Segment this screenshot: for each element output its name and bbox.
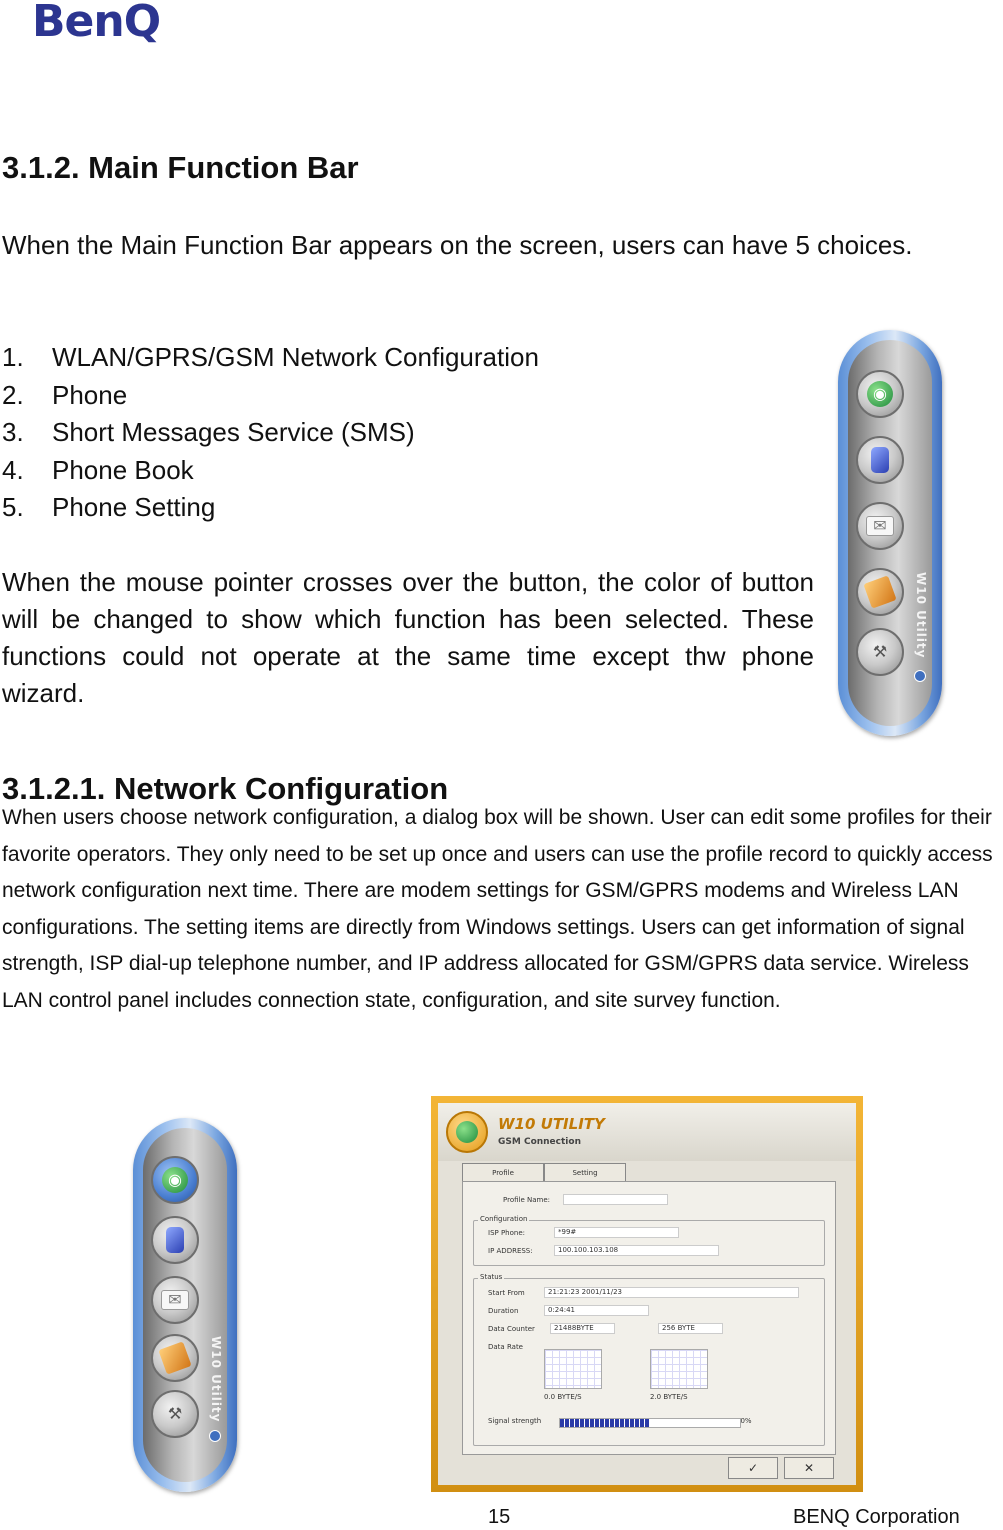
tab-profile[interactable]: Profile [462,1163,544,1182]
configuration-legend: Configuration [478,1215,530,1223]
sms-button[interactable]: ✉ [151,1276,199,1324]
phone-setting-button[interactable]: ⚒ [856,628,904,676]
wrench-icon: ⚒ [872,644,888,661]
rate-tx-value: 2.0 BYTE/S [650,1393,688,1401]
gsm-connection-dialog: W10 UTILITY GSM Connection Profile Setti… [431,1096,863,1492]
list-item: 5.Phone Setting [2,492,216,522]
start-from-label: Start From [488,1289,525,1297]
globe-icon: ◉ [867,381,893,407]
signal-strength-percent: 50% [736,1417,752,1425]
function-bar-selected: ◉ ✉ ⚒ W10 Utility [133,1118,237,1492]
function-bar-brand: W10 Utility [209,1336,223,1423]
phone-book-button[interactable] [856,568,904,616]
tx-rate-chart [650,1349,708,1389]
function-bar-brand: W10 Utility [914,572,928,659]
dialog-header: W10 UTILITY GSM Connection [438,1103,856,1161]
phone-button[interactable] [151,1216,199,1264]
duration-label: Duration [488,1307,519,1315]
subsection-body: When users choose network configuration,… [2,806,993,1012]
function-bar: ◉ ✉ ⚒ W10 Utility [838,330,942,736]
company-footer: BENQ Corporation [793,1506,960,1528]
globe-icon [446,1111,488,1153]
network-config-button[interactable]: ◉ [856,370,904,418]
close-icon[interactable] [209,1430,221,1442]
page-number: 15 [488,1506,511,1528]
dialog-panel: W10 UTILITY GSM Connection Profile Setti… [438,1103,856,1485]
benq-logo: BenQ [32,0,161,47]
ip-address-value: 100.100.103.108 [554,1245,719,1256]
section-title: 3.1.2. Main Function Bar [2,150,359,185]
duration-value: 0:24:41 [544,1305,649,1316]
envelope-icon: ✉ [161,1290,189,1310]
subsection-title: 3.1.2.1. Network Configuration [2,771,449,806]
sms-button[interactable]: ✉ [856,502,904,550]
cancel-button[interactable]: ✕ [784,1457,834,1479]
data-counter-tx: 256 BYTE [658,1323,723,1334]
status-legend: Status [478,1273,505,1281]
phone-icon [871,447,889,473]
profile-name-label: Profile Name: [503,1196,551,1204]
network-config-button[interactable]: ◉ [151,1156,199,1204]
envelope-icon: ✉ [866,516,894,536]
phone-setting-button[interactable]: ⚒ [151,1390,199,1438]
list-item: 1.WLAN/GPRS/GSM Network Configuration [2,342,539,372]
isp-phone-label: ISP Phone: [488,1229,525,1237]
ip-address-label: IP ADDRESS: [488,1247,533,1255]
signal-strength-label: Signal strength [488,1417,542,1425]
data-counter-label: Data Counter [488,1325,535,1333]
hover-note: When the mouse pointer crosses over the … [2,567,814,708]
close-icon[interactable] [914,670,926,682]
isp-phone-value: *99# [554,1227,679,1238]
data-rate-label: Data Rate [488,1343,523,1351]
rate-rx-value: 0.0 BYTE/S [544,1393,582,1401]
wrench-icon: ⚒ [167,1406,183,1423]
list-item: 4.Phone Book [2,454,194,485]
dialog-title: W10 UTILITY [498,1115,605,1133]
dialog-body: Profile Name: Configuration ISP Phone: *… [462,1181,836,1455]
tab-setting[interactable]: Setting [544,1163,626,1182]
start-from-value: 21:21:23 2001/11/23 [544,1287,799,1298]
phone-icon [166,1227,184,1253]
signal-strength-fill [560,1419,650,1427]
phone-book-button[interactable] [151,1334,199,1382]
configuration-group: Configuration ISP Phone: *99# IP ADDRESS… [473,1215,825,1266]
phone-button[interactable] [856,436,904,484]
status-group: Status Start From 21:21:23 2001/11/23 Du… [473,1273,825,1446]
signal-strength-bar [559,1418,741,1428]
rx-rate-chart [544,1349,602,1389]
book-icon [863,575,897,609]
section-intro: When the Main Function Bar appears on th… [2,230,913,260]
choices-list: 1.WLAN/GPRS/GSM Network Configuration 2.… [2,339,539,527]
data-counter-rx: 21488BYTE [550,1323,615,1334]
profile-name-field[interactable] [563,1194,668,1205]
book-icon [158,1341,192,1375]
ok-button[interactable]: ✓ [728,1457,778,1479]
dialog-subtitle: GSM Connection [498,1137,581,1147]
list-item: 3.Short Messages Service (SMS) [2,417,415,447]
globe-icon: ◉ [162,1167,188,1193]
list-item: 2.Phone [2,379,128,410]
